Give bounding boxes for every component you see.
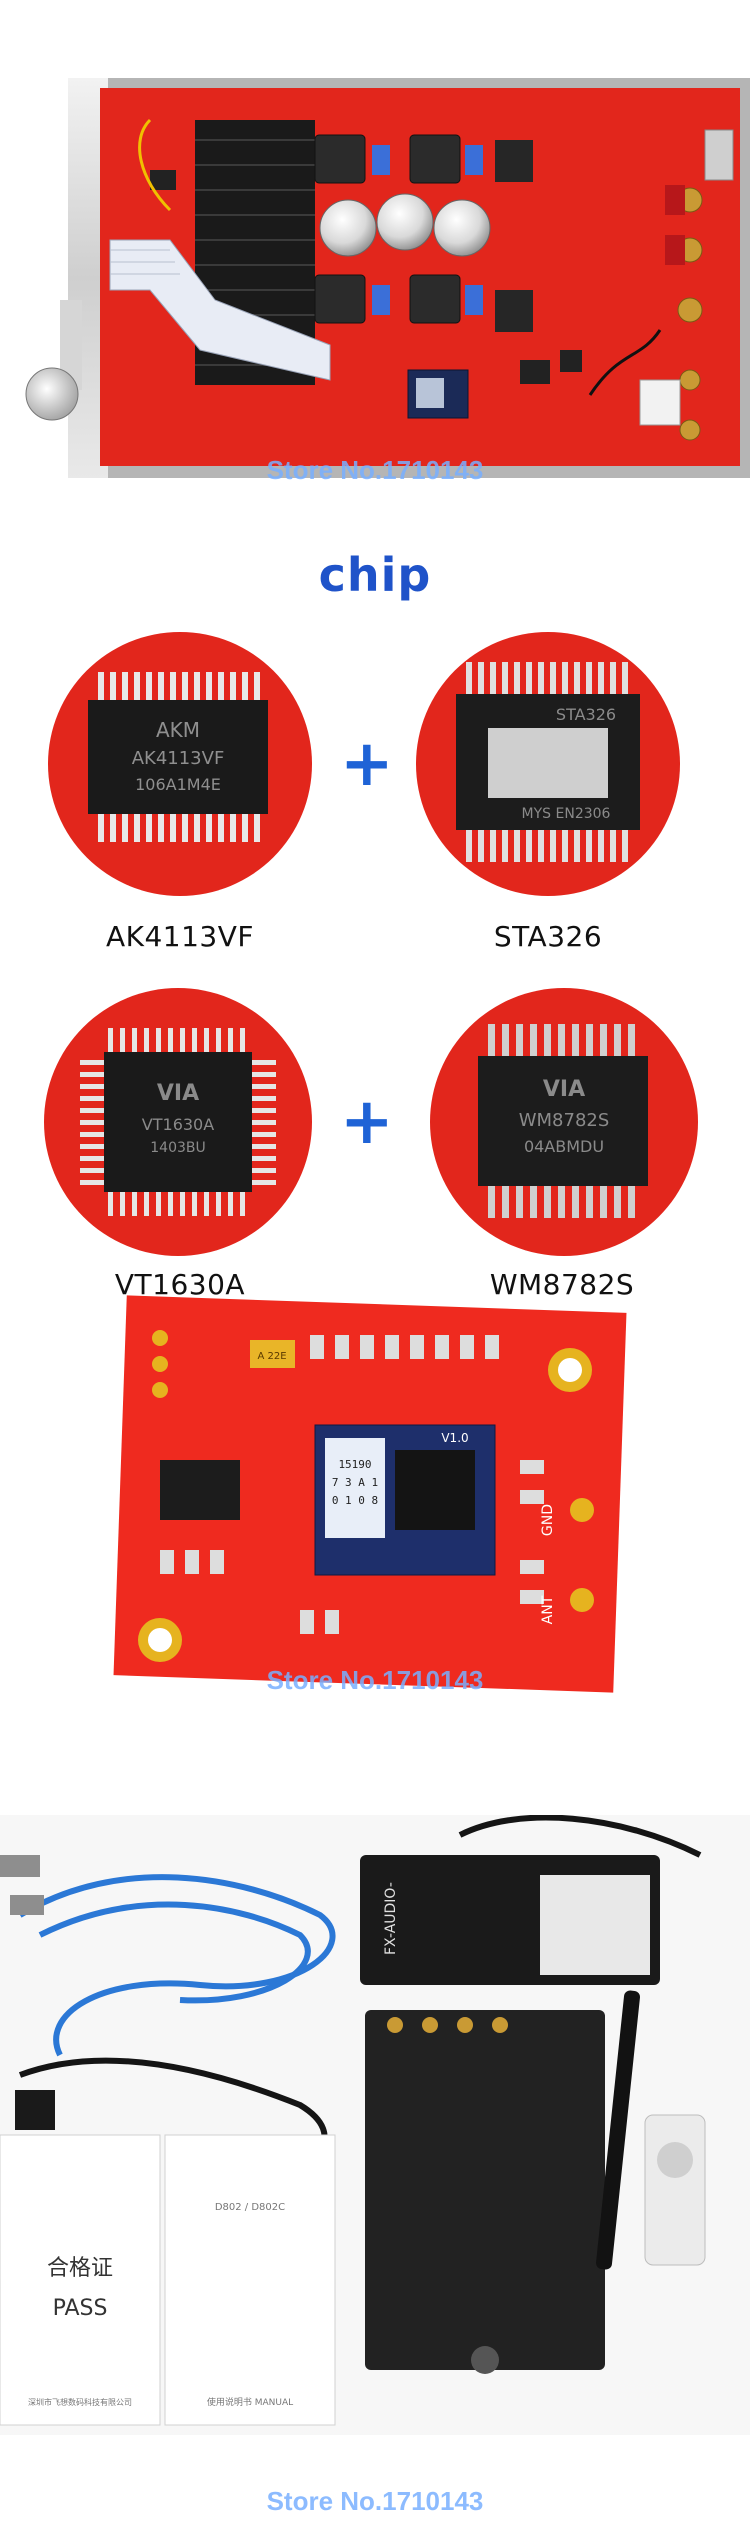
bluetooth-board-photo: A 22E V1.0 15190 7 3 A 1 0 1 0 8 GND ANT xyxy=(100,1290,645,1710)
store-watermark: Store No.1710143 xyxy=(266,1665,484,1695)
chip-marking: 1403BU xyxy=(150,1140,205,1156)
chip-name-label: AK4113VF xyxy=(105,920,255,953)
capacitor-marking: A 22E xyxy=(257,1351,286,1362)
certificate-footer: 深圳市飞想数码科技有限公司 xyxy=(28,2397,132,2407)
chip-marking: 106A1M4E xyxy=(135,775,221,794)
chip-name-label: VT1630A xyxy=(114,1268,246,1301)
chip-marking: WM8782S xyxy=(519,1110,610,1131)
chip-sta326-closeup: STA326 MYS EN2306 xyxy=(416,632,680,896)
manual-model: D802 / D802C xyxy=(215,2202,285,2213)
store-watermark: Store No.1710143 xyxy=(266,455,484,485)
package-contents-illustration: FX-AUDIO- 合格证 PASS 深圳市飞想数码科技有限公司 D802 / … xyxy=(0,1815,750,2435)
chip-name-label: WM8782S xyxy=(489,1268,635,1301)
bluetooth-board-illustration: A 22E V1.0 15190 7 3 A 1 0 1 0 8 GND ANT xyxy=(113,1295,627,1693)
plus-sign: + xyxy=(340,727,394,801)
chip-marking: VT1630A xyxy=(142,1115,214,1134)
chip-marking: VIA xyxy=(157,1081,199,1106)
module-label: 15190 xyxy=(338,1458,371,1471)
chip-marking: MYS EN2306 xyxy=(522,806,611,822)
chip-vt1630a-closeup: VIA VT1630A 1403BU xyxy=(44,988,312,1256)
power-chip-illustration: STA326 MYS EN2306 xyxy=(416,632,680,896)
chip-marking: STA326 xyxy=(556,705,616,724)
plus-sign: + xyxy=(340,1085,394,1159)
certificate-title: 合格证 xyxy=(47,2256,113,2281)
amplifier-pcb-illustration xyxy=(25,78,750,478)
chip-wm8782s-closeup: VIA WM8782S 04ABMDU xyxy=(430,988,698,1256)
chip-marking: AK4113VF xyxy=(132,748,225,769)
qfp-chip-illustration: AKM AK4113VF 106A1M4E xyxy=(48,632,312,896)
ssop-chip-illustration: VIA WM8782S 04ABMDU xyxy=(430,988,698,1256)
pad-label-ant: ANT xyxy=(540,1595,556,1624)
adapter-brand: FX-AUDIO- xyxy=(383,1882,399,1955)
module-label: 7 3 A 1 xyxy=(332,1476,378,1489)
amplifier-pcb-photo: Store No.1710143 xyxy=(0,0,750,545)
qfp-chip-illustration: VIA VT1630A 1403BU xyxy=(44,988,312,1256)
chip-marking: 04ABMDU xyxy=(524,1137,604,1156)
manual-footer: 使用说明书 MANUAL xyxy=(207,2396,293,2408)
chip-ak4113vf-closeup: AKM AK4113VF 106A1M4E xyxy=(48,632,312,896)
module-version: V1.0 xyxy=(441,1431,468,1445)
chip-marking: AKM xyxy=(156,718,200,742)
chip-marking: VIA xyxy=(543,1077,585,1102)
package-contents-photo: FX-AUDIO- 合格证 PASS 深圳市飞想数码科技有限公司 D802 / … xyxy=(0,1815,750,2435)
chip-section-heading: chip xyxy=(318,548,432,602)
pad-label-gnd: GND xyxy=(540,1504,556,1536)
chip-name-label: STA326 xyxy=(493,920,603,953)
store-watermark: Store No.1710143 xyxy=(266,2486,484,2516)
module-label: 0 1 0 8 xyxy=(332,1494,378,1507)
certificate-subtitle: PASS xyxy=(53,2296,108,2321)
